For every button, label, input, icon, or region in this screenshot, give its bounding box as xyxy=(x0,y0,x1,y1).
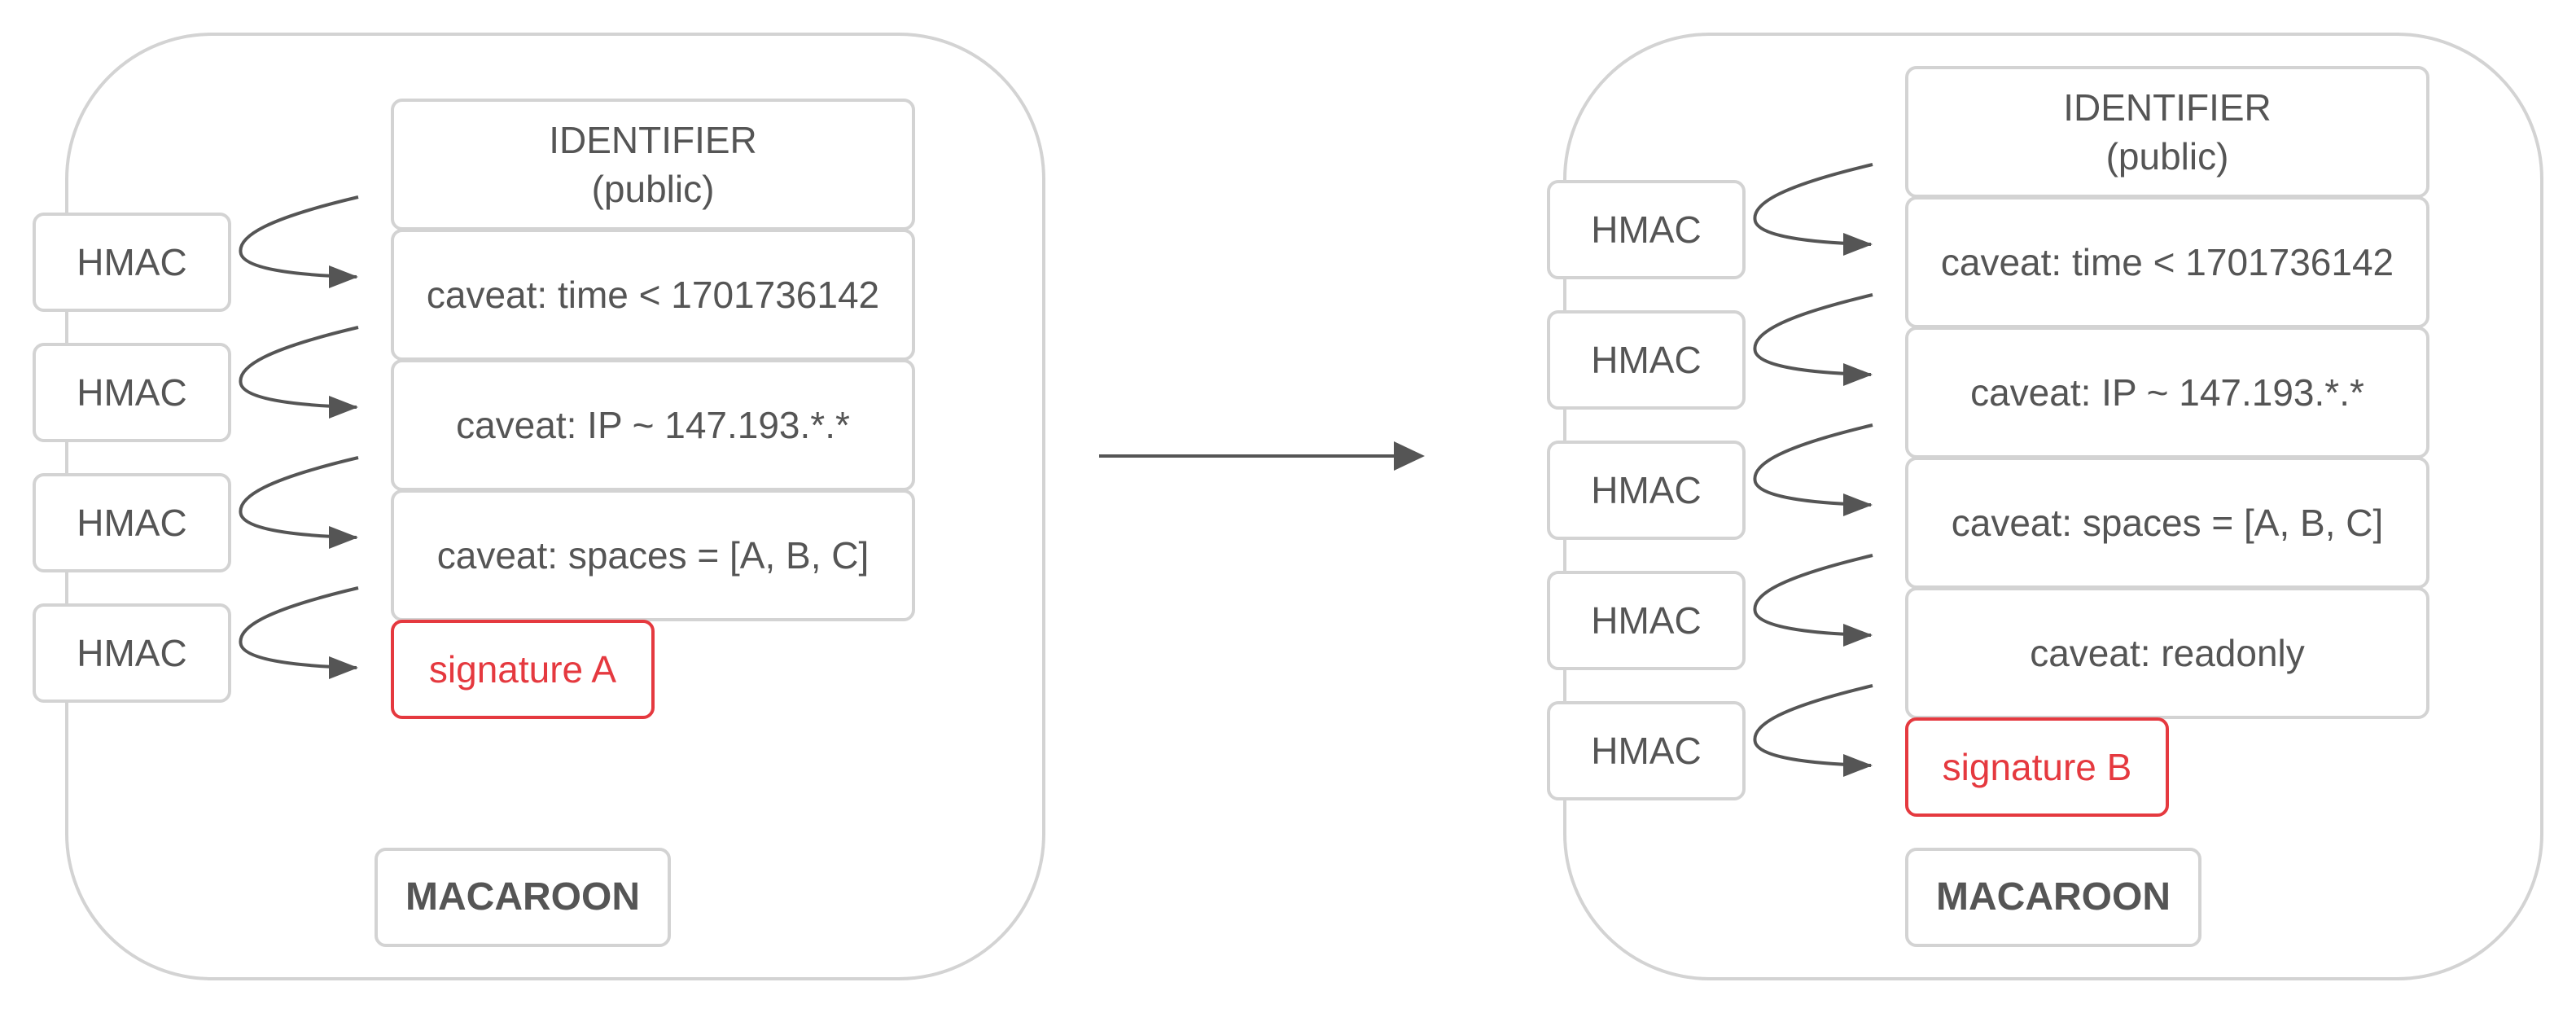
left-caveat-time: caveat: time < 1701736142 xyxy=(391,229,915,361)
left-hmac-2: HMAC xyxy=(33,343,231,442)
left-hmac-arrowhead-2 xyxy=(329,396,358,419)
left-signature: signature A xyxy=(391,620,655,719)
right-hmac-arrowhead-5 xyxy=(1843,754,1873,777)
right-hmac-arrow-4 xyxy=(1753,554,1873,637)
left-caveat-spaces: caveat: spaces = [A, B, C] xyxy=(391,489,915,621)
left-hmac-arrow-2 xyxy=(239,326,359,409)
left-hmac-arrowhead-1 xyxy=(329,265,358,288)
right-hmac-arrow-3 xyxy=(1753,423,1873,506)
right-caveat-readonly: caveat: readonly xyxy=(1905,587,2429,719)
right-caveat-spaces: caveat: spaces = [A, B, C] xyxy=(1905,457,2429,589)
right-caveat-time: caveat: time < 1701736142 xyxy=(1905,196,2429,328)
right-hmac-arrow-5 xyxy=(1753,684,1873,767)
right-hmac-arrowhead-4 xyxy=(1843,624,1873,647)
right-hmac-2: HMAC xyxy=(1547,310,1746,410)
left-hmac-arrowhead-4 xyxy=(329,656,358,679)
right-hmac-arrowhead-2 xyxy=(1843,363,1873,386)
left-hmac-arrow-1 xyxy=(239,195,359,278)
right-hmac-arrow-1 xyxy=(1753,163,1873,246)
left-identifier-label: IDENTIFIER xyxy=(549,119,757,161)
left-hmac-4: HMAC xyxy=(33,603,231,703)
left-identifier-public: (public) xyxy=(591,168,715,210)
left-hmac-arrow-4 xyxy=(239,586,359,669)
left-macaroon-title: MACAROON xyxy=(375,848,671,947)
left-hmac-3: HMAC xyxy=(33,473,231,572)
left-hmac-arrow-3 xyxy=(239,456,359,539)
right-hmac-5: HMAC xyxy=(1547,701,1746,800)
right-hmac-arrowhead-3 xyxy=(1843,493,1873,516)
right-hmac-3: HMAC xyxy=(1547,441,1746,540)
right-identifier-public: (public) xyxy=(2105,135,2229,178)
right-hmac-4: HMAC xyxy=(1547,571,1746,670)
right-identifier-label: IDENTIFIER xyxy=(2063,86,2272,129)
left-hmac-1: HMAC xyxy=(33,213,231,312)
right-hmac-arrow-2 xyxy=(1753,293,1873,376)
right-signature: signature B xyxy=(1905,717,2169,817)
right-identifier-box: IDENTIFIER (public) xyxy=(1905,66,2429,198)
right-hmac-1: HMAC xyxy=(1547,180,1746,279)
transition-arrowhead xyxy=(1394,441,1425,471)
right-hmac-arrowhead-1 xyxy=(1843,233,1873,256)
right-macaroon-title: MACAROON xyxy=(1905,848,2201,947)
left-hmac-arrowhead-3 xyxy=(329,526,358,549)
